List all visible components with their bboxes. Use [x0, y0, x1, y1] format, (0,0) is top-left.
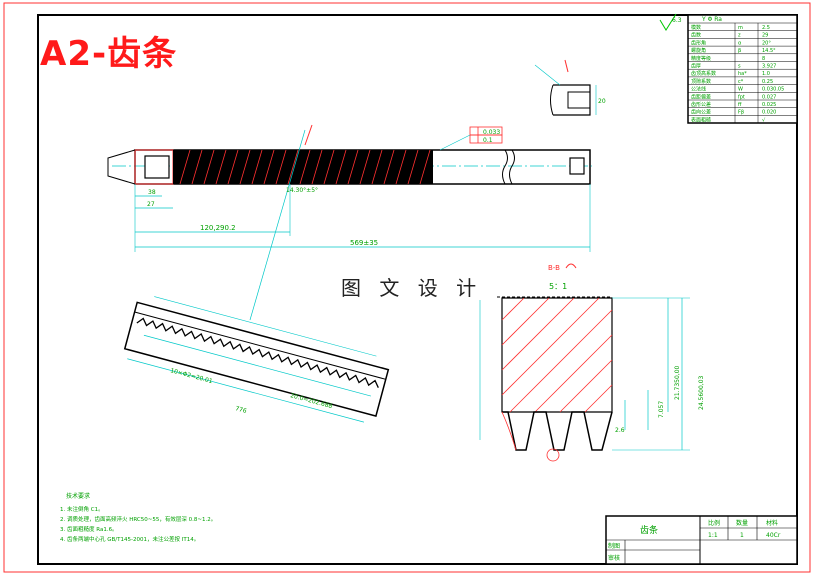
title-block-row2: 制图: [608, 542, 620, 550]
dim-detail-h: 20: [598, 98, 606, 105]
params-cell: 8: [762, 56, 765, 62]
params-cell: √: [762, 117, 766, 123]
title-block-col1: 比例: [708, 519, 720, 527]
roughness-symbol: [659, 13, 677, 31]
params-cell: 齿厚: [691, 64, 701, 70]
params-table-rows: 模数 m 2.5 齿数 z 29 齿形角 α 20° 螺旋角 β 14.5° 精度等级 8 齿厚 s 3.927…: [688, 22, 797, 123]
tolerance-value-1: 0.033: [483, 129, 500, 136]
params-cell: Fβ: [738, 110, 744, 116]
inner-frame: [37, 14, 798, 565]
dim-section-h2: 24.5600,03: [698, 375, 705, 410]
notes-item: 1. 未注倒角 C1。: [60, 505, 104, 513]
title-block-val3: 40Cr: [766, 532, 781, 539]
title-block-val1: 1:1: [708, 532, 718, 539]
params-cell: 1.0: [762, 71, 770, 77]
title-block: [605, 515, 798, 565]
section-label: B-B: [548, 264, 560, 272]
params-cell: 顶隙系数: [691, 78, 711, 85]
params-cell: ha*: [738, 71, 747, 77]
dim-d3: 38: [148, 189, 156, 196]
params-cell: fpt: [738, 94, 745, 100]
params-cell: 齿形公差: [691, 101, 711, 108]
params-cell: 2.5: [762, 25, 770, 31]
notes-item: 3. 齿面粗糙度 Ra1.6。: [60, 525, 118, 533]
params-cell: 0.020: [762, 110, 776, 116]
title-block-row3: 审核: [608, 554, 620, 562]
main-shaft-view: [107, 124, 592, 321]
params-cell: 公法线: [691, 86, 706, 93]
outer-frame: [3, 2, 811, 573]
params-cell: ff: [738, 102, 742, 108]
dim-overall-length: 569±35: [350, 239, 378, 247]
params-cell: W: [738, 87, 743, 93]
notes-list: 1. 未注倒角 C1。 2. 调质处理，齿面高频淬火 HRC50~55，有效层深 …: [60, 505, 216, 543]
dim-section-h1: 21.7350,00: [674, 365, 681, 400]
params-cell: 齿向公差: [691, 109, 711, 116]
params-cell: 14.5°: [762, 48, 776, 54]
detail-view-a: [534, 59, 597, 116]
params-cell: 0.030.05: [762, 87, 784, 93]
params-cell: 0.25: [762, 79, 773, 85]
title-block-name: 齿条: [640, 524, 658, 536]
params-cell: 表面粗糙: [691, 116, 711, 123]
params-cell: c*: [738, 79, 744, 85]
tolerance-value-2: 0.1: [483, 137, 493, 144]
title-block-val2: 1: [740, 532, 744, 539]
inclined-rack-view: [123, 296, 390, 423]
dim-d4: 27: [147, 201, 155, 208]
params-cell: 29: [762, 33, 768, 39]
notes-item: 2. 调质处理，齿面高频淬火 HRC50~55，有效层深 0.8~1.2。: [60, 515, 216, 523]
notes-heading: 技术要求: [66, 492, 90, 500]
params-cell: 齿形角: [691, 39, 706, 46]
params-cell: 螺旋角: [691, 47, 706, 54]
dim-tooth-count: 10×Φ2=20.01: [169, 367, 213, 385]
params-cell: β: [738, 48, 741, 54]
params-cell: 齿数: [691, 32, 701, 39]
params-cell: 模数: [691, 24, 701, 31]
notes-item: 4. 齿条两端中心孔 GB/T145-2001，未注公差按 IT14。: [60, 535, 199, 543]
dim-tooth-length: 120,290.2: [200, 224, 236, 232]
params-cell: 齿顶高系数: [691, 70, 716, 77]
params-cell: 0.027: [762, 94, 776, 100]
dim-pitch-len: 20.0=202.688: [289, 392, 333, 410]
drawing-title: A2-齿条: [40, 34, 178, 74]
params-cell: s: [738, 64, 741, 70]
params-cell: 20°: [762, 40, 771, 46]
dim-section-h3: 7.057: [658, 401, 665, 418]
dim-section-h4: 2.6: [615, 427, 625, 434]
params-cell: 精度等级: [691, 55, 711, 62]
params-cell: 齿距偏差: [691, 93, 711, 100]
roughness-value: 6.3: [672, 17, 682, 24]
params-cell: 3.927: [762, 64, 776, 70]
params-cell: z: [738, 33, 741, 39]
dim-rack-len: 776: [234, 405, 247, 415]
section-scale: 5：1: [549, 282, 567, 291]
title-block-col3: 材料: [766, 519, 778, 527]
watermark-text: 图 文 设 计: [341, 276, 483, 300]
section-b-b-view: [479, 263, 690, 462]
title-block-col2: 数量: [736, 519, 748, 527]
params-table-header: Y Φ Ra: [701, 16, 722, 23]
dim-angle: 14.30°±5°: [286, 187, 318, 194]
params-cell: α: [738, 40, 742, 46]
params-cell: m: [738, 25, 743, 31]
params-cell: 0.025: [762, 102, 776, 108]
